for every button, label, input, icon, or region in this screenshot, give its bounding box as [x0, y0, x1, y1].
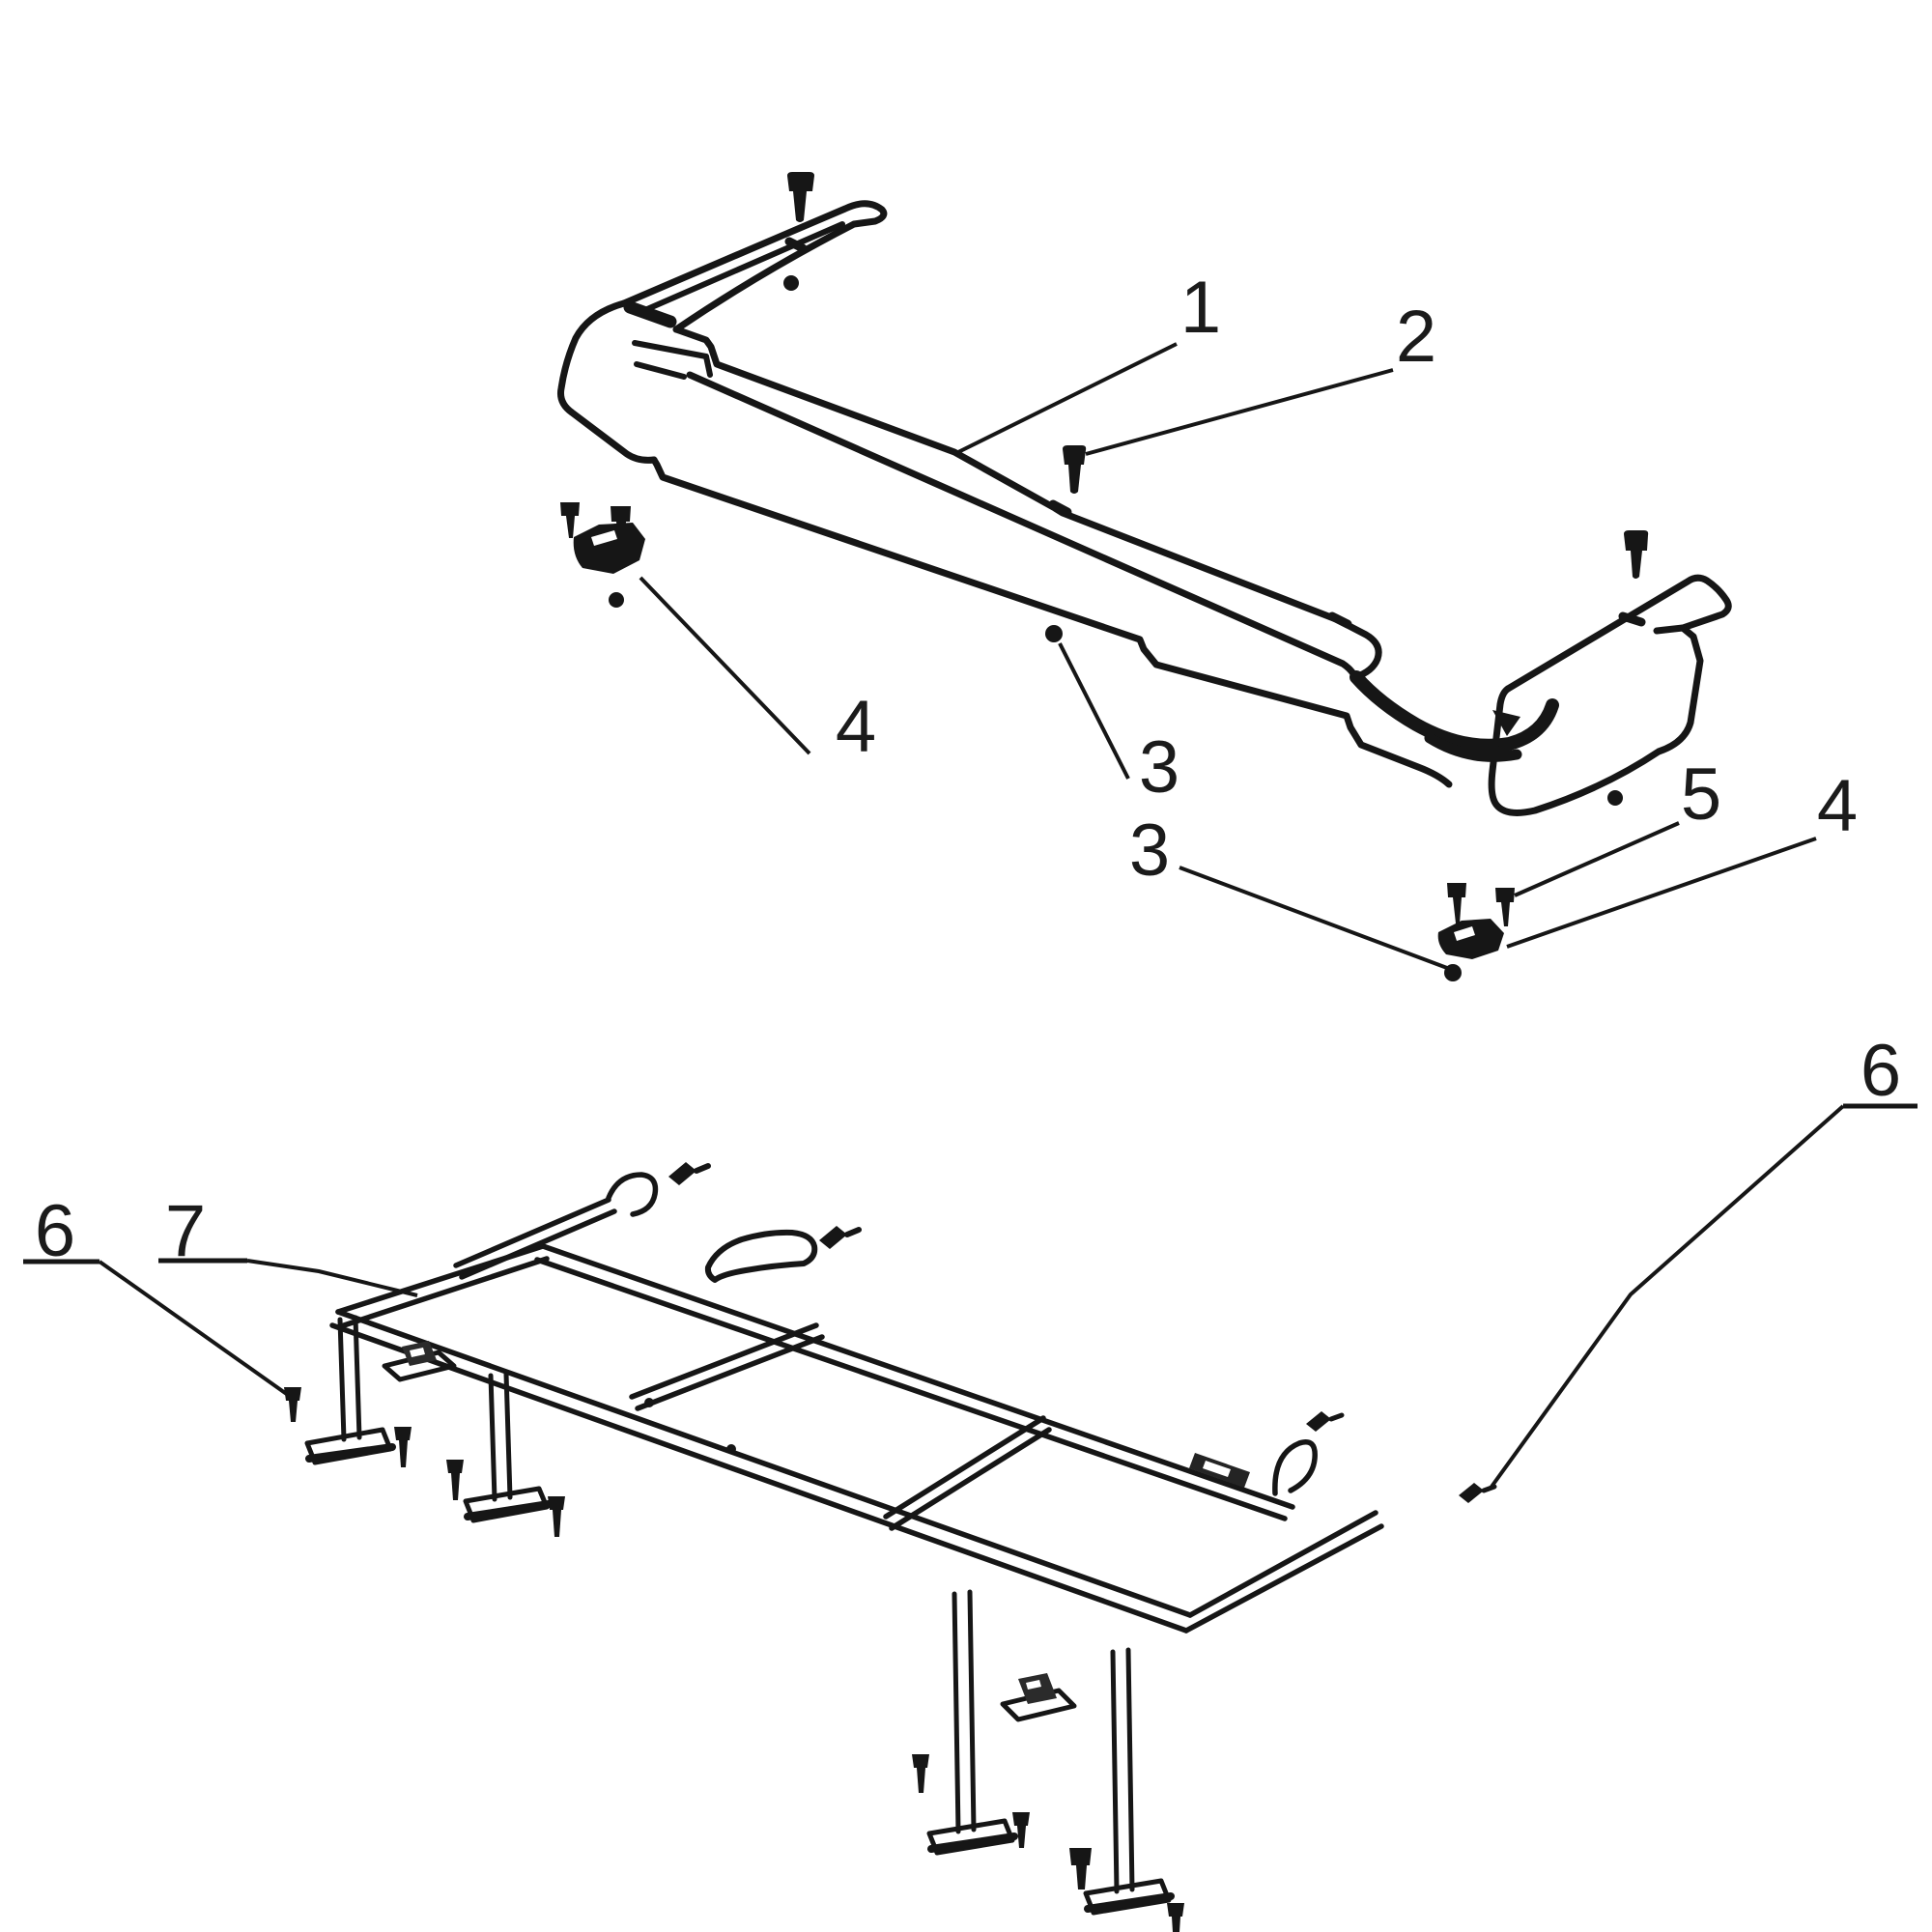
left-cap-ledge-1 [632, 340, 709, 359]
fin-blade-outline [620, 200, 888, 333]
mount-pad-right [1000, 1673, 1077, 1722]
left-cap-ledge-2 [634, 361, 687, 380]
tilted-screw-1 [668, 1162, 711, 1185]
leg-2 [463, 1371, 553, 1523]
clamp-bracket-right [1437, 883, 1515, 959]
fin-base-mark [623, 300, 677, 328]
fin-blade-ridge [644, 221, 845, 312]
rack-screw-8 [1167, 1903, 1184, 1932]
clamp-left-screw-tall [611, 506, 631, 558]
callout-3-upper: 3 [1045, 625, 1179, 809]
rack-rung-1 [629, 1322, 825, 1411]
callout-label: 6 [35, 1190, 75, 1272]
leader-line [1179, 866, 1448, 970]
callout-4-right: 4 [1506, 765, 1858, 949]
leg-4 [1083, 1647, 1175, 1916]
bar-bottom-edge [650, 456, 1453, 788]
callout-label: 6 [1861, 1030, 1901, 1112]
rack-rear-rail [534, 1243, 1295, 1521]
right-cap-tick [1618, 611, 1646, 627]
leader-line [98, 1260, 290, 1397]
panel-screw-right [1624, 530, 1649, 579]
rack-screw-1 [284, 1387, 301, 1422]
callout-label: 4 [836, 686, 876, 768]
callout-label: 3 [1139, 726, 1179, 809]
right-cap-dot [1607, 790, 1623, 806]
leader-line [1506, 837, 1817, 949]
callout-7: 7 [158, 1190, 418, 1297]
callout-label: 5 [1681, 753, 1721, 836]
callout-6-right: 6 [1490, 1030, 1918, 1489]
hook-bracket-left [453, 1172, 659, 1280]
mount-pad-left [382, 1341, 457, 1382]
hook-bracket-right [1189, 1439, 1318, 1496]
left-cap-ledge-joint [703, 354, 713, 378]
callout-label: 7 [165, 1190, 206, 1272]
rack-screw-7 [1069, 1848, 1092, 1889]
clamp-left-screw-small [560, 502, 580, 538]
rack-screw-4 [548, 1496, 565, 1537]
leader-line [1085, 368, 1394, 456]
rack-left-cross-tube [335, 1243, 550, 1328]
fin-hole-dot [783, 275, 799, 291]
callout-2: 2 [1085, 296, 1436, 456]
leader-line [955, 342, 1178, 455]
bar-hole-tick-1 [1048, 499, 1072, 517]
rail-tick-1 [726, 1444, 736, 1454]
left-end-cap [557, 299, 658, 464]
callout-label: 1 [1180, 267, 1221, 349]
callout-label: 4 [1817, 765, 1858, 847]
callout-label: 3 [1129, 810, 1170, 892]
leg-3 [926, 1589, 1018, 1856]
spoiler-assembly [557, 172, 1732, 959]
callout-5: 5 [1514, 753, 1721, 897]
callout-dot [1045, 625, 1063, 642]
leader-line [639, 576, 811, 755]
bar-hole-tick-2 [1327, 611, 1352, 629]
wing-bracket [704, 1229, 818, 1283]
callouts-layer: 1 2 33 4 5 4 6 7 6 [23, 267, 1918, 1489]
leader-line [1490, 1104, 1845, 1489]
rack-screw-6 [1012, 1812, 1030, 1848]
leg-1 [304, 1315, 396, 1465]
clamp-bracket-left [560, 502, 645, 608]
callout-4-left: 4 [639, 576, 876, 768]
right-flange-outer [1350, 670, 1559, 753]
clamp-right-screw-right [1495, 888, 1515, 926]
tilted-screw-3 [1306, 1411, 1345, 1432]
rack-right-cross-tube [1183, 1510, 1384, 1634]
bar-top-rear-edge [672, 326, 1382, 681]
right-flange-inner [1424, 732, 1522, 762]
panel-screw-middle [1063, 445, 1087, 494]
tilted-screw-2 [819, 1226, 862, 1249]
leader-line [1514, 821, 1680, 897]
leader-line [1058, 642, 1130, 780]
callout-label: 2 [1396, 296, 1436, 378]
rack-assembly [284, 1162, 1497, 1932]
callout-3-lower: 3 [1129, 810, 1462, 981]
callout-6-left: 6 [23, 1190, 290, 1397]
rack-rung-2 [883, 1415, 1052, 1531]
rack-screw-3 [446, 1460, 464, 1500]
rack-screws-vertical [284, 1387, 1184, 1932]
tilted-screw-4 [1459, 1483, 1497, 1503]
right-end-cap-top [1504, 574, 1732, 693]
rail-tick-2 [644, 1398, 654, 1407]
callout-1: 1 [955, 267, 1221, 455]
panel-screw-top [787, 172, 814, 222]
rack-front-rail [329, 1309, 1193, 1634]
callout-dot [1444, 964, 1462, 981]
fin-face-tick [784, 237, 808, 253]
clamp-right-screw-left [1447, 883, 1466, 923]
rack-screw-2 [394, 1427, 412, 1467]
right-end-cap-body [1488, 624, 1704, 816]
leader-line [246, 1259, 418, 1297]
rack-screw-5 [912, 1754, 929, 1793]
